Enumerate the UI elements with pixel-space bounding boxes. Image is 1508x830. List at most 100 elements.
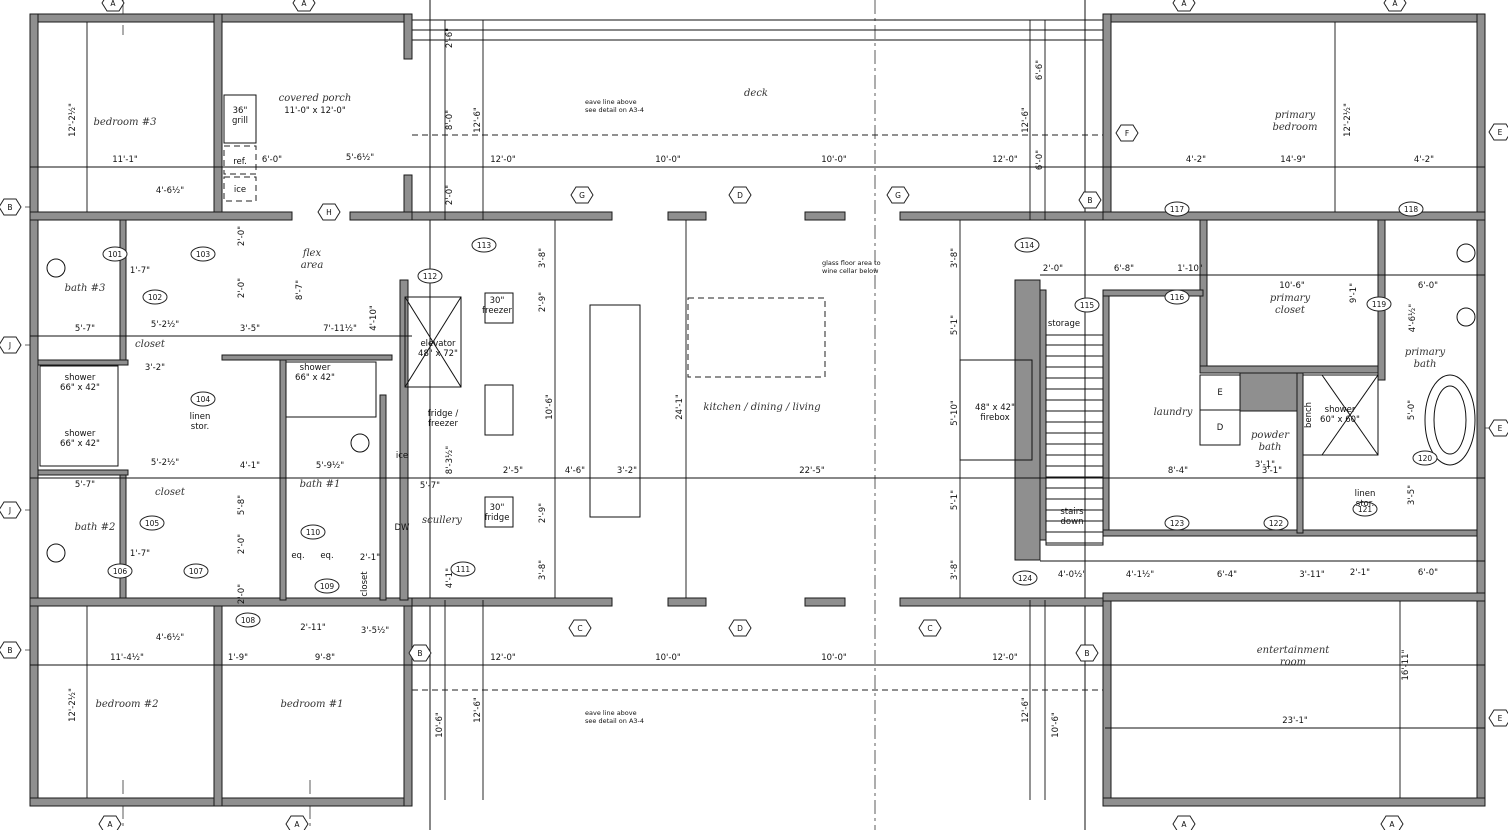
room-label: bath: [1259, 442, 1282, 453]
dimension-label: 3'-5": [240, 324, 260, 334]
grid-marker: [285, 815, 309, 830]
grid-marker: [292, 0, 316, 12]
fixture-label: eq.: [291, 551, 304, 561]
grid-marker: [1172, 0, 1196, 12]
door-tag: [102, 246, 128, 262]
room-label: flex: [302, 248, 322, 259]
dimension-label: 2'-0": [237, 584, 247, 604]
dimension-label: 12'-6": [473, 697, 483, 723]
fixture-label: elevator: [420, 339, 456, 349]
grid-marker: [317, 203, 341, 221]
door-tag: [1366, 296, 1392, 312]
door-tag: [1352, 501, 1378, 517]
dimension-label: 6'-8": [1114, 264, 1134, 274]
dimension-label: 4'-6": [565, 466, 585, 476]
door-tag-label: 124: [1018, 574, 1033, 583]
dimension-label: 12'-6": [1021, 107, 1031, 133]
door-tag: [314, 578, 340, 594]
door-tag: [1014, 237, 1040, 253]
fixture-label: 48" x 72": [418, 349, 458, 359]
room-label: entertainment: [1257, 645, 1331, 656]
dimension-label: 5'-9½": [316, 461, 344, 471]
fixture-label: closet: [360, 571, 370, 597]
grid-marker-label: D: [737, 624, 743, 633]
door-tag-label: 110: [306, 528, 321, 537]
dimension-label: 8'-3½": [445, 446, 455, 474]
room-label: bedroom: [1272, 122, 1317, 133]
grid-marker-label: D: [737, 191, 743, 200]
dimension-label: 10'-6": [435, 712, 445, 738]
grid-marker: [1380, 815, 1404, 830]
grid-marker-label: H: [326, 208, 332, 217]
door-tag: [107, 563, 133, 579]
door-tag-label: 112: [423, 272, 438, 281]
dimension-label: 1'-9": [228, 653, 248, 663]
room-label: bedroom #2: [96, 699, 159, 710]
dimension-label: 6'-4": [1217, 570, 1237, 580]
fixture-label: shower: [65, 429, 96, 439]
dimension-label: 5'-1": [950, 315, 960, 335]
fixture-label: ice: [396, 451, 408, 461]
dimension-label: 10'-0": [821, 155, 847, 165]
grid-marker-label: A: [110, 0, 116, 8]
room-label: primary: [1275, 110, 1316, 121]
room-label: bath #3: [65, 283, 106, 294]
walls: [29, 13, 1486, 807]
dimension-label: 4'-2": [1414, 155, 1434, 165]
dimension-lines: [30, 20, 1485, 800]
fixture-label: freezer: [428, 419, 458, 429]
dimension-label: 16'-11": [1401, 649, 1411, 680]
dimension-label: 3'-5½": [361, 626, 389, 636]
grid-marker-label: E: [1498, 128, 1503, 137]
door-tag: [1263, 515, 1289, 531]
grid-marker: [1078, 191, 1102, 209]
door-tag-label: 117: [1170, 205, 1185, 214]
door-tag: [190, 391, 216, 407]
fixture-label: stor.: [191, 422, 209, 432]
grid-marker-label: A: [1181, 0, 1187, 8]
door-tag: [1164, 515, 1190, 531]
fixture-label: ice: [234, 185, 246, 195]
grid-marker: [0, 198, 22, 216]
door-tag: [417, 268, 443, 284]
dimension-label: 12'-0": [992, 653, 1018, 663]
dimension-label: 4'-10": [369, 305, 379, 331]
grid-marker: [408, 644, 432, 662]
dimension-label: 3'-2": [145, 363, 165, 373]
door-tag-label: 108: [241, 616, 256, 625]
dimension-label: 11'-4½": [110, 653, 144, 663]
dimension-label: 5'-10": [950, 400, 960, 426]
dimension-label: 8'-7": [295, 280, 305, 300]
dimension-label: 4'-6½": [156, 633, 184, 643]
dimension-label: 1'-10": [1177, 264, 1203, 274]
dimension-label: 2'-0": [237, 278, 247, 298]
fixture-label: firebox: [980, 413, 1009, 423]
dimension-label: 3'-1": [1255, 460, 1275, 470]
fixture-label: 30": [490, 503, 505, 513]
dimension-label: 14'-9": [1280, 155, 1306, 165]
dimension-label: 6'-0": [1035, 150, 1045, 170]
grid-marker-label: B: [7, 203, 12, 212]
dimension-label: 9'-8": [315, 653, 335, 663]
door-tag: [1164, 201, 1190, 217]
dimension-label: 1'-7": [130, 549, 150, 559]
dimension-label: 3'-1": [1262, 466, 1282, 476]
plan-note: wine cellar below: [822, 267, 879, 275]
dimension-label: 8'-0": [445, 110, 455, 130]
dimension-label: 9'-1": [1349, 283, 1359, 303]
dimension-label: 22'-5": [799, 466, 825, 476]
dimension-label: 12'-0": [490, 155, 516, 165]
dimension-label: 5'-6½": [346, 153, 374, 163]
room-label: room: [1280, 657, 1306, 668]
dimension-label: 12'-2½": [1343, 103, 1353, 137]
plan-note: eave line above: [585, 98, 637, 106]
room-label: bedroom #3: [94, 117, 157, 128]
fixture-label: 36": [233, 106, 248, 116]
dimension-label: 2'-0": [237, 534, 247, 554]
grid-marker-label: A: [107, 820, 113, 829]
door-tag: [1412, 450, 1438, 466]
fixture-label: stairs: [1060, 507, 1084, 517]
